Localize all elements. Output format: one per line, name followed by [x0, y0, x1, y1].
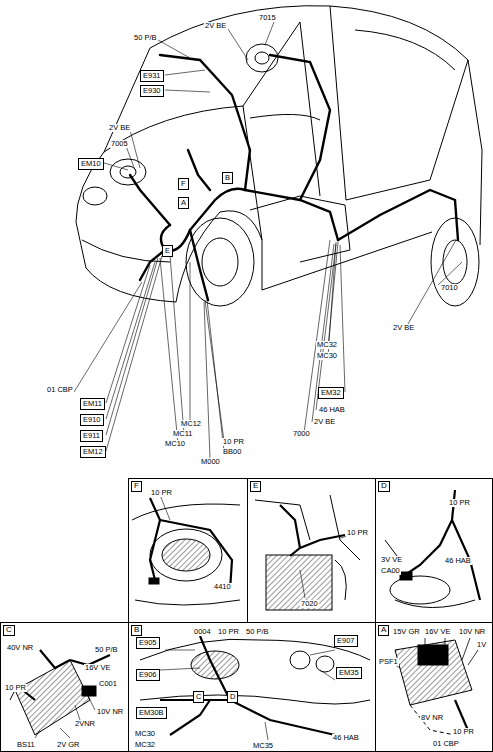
callout-label: 50 P/B: [133, 34, 158, 42]
connector-code: E930: [143, 86, 161, 95]
callout-label: 10 PR: [150, 489, 173, 497]
view-letter: A: [378, 625, 389, 636]
view-letter: E: [250, 481, 261, 492]
callout-label: 10 PR: [346, 529, 369, 537]
connector-code-box: B: [222, 172, 233, 184]
connector-code-box: EM30B: [136, 707, 167, 719]
connector-code-box: E: [162, 245, 173, 257]
view-panel: B E905E906 E907EM35EM30B C D: [128, 622, 376, 752]
callout-label: C001: [98, 680, 118, 688]
connector-code: B: [225, 173, 230, 182]
view-letter: B: [131, 625, 142, 636]
callout-label: MC10: [164, 440, 186, 448]
callout-label: MC30: [316, 352, 338, 360]
connector-code-box: EM10: [78, 158, 104, 170]
connector-code: EM35: [339, 668, 359, 677]
callout-label: 10 PR: [4, 684, 27, 692]
view-letter: C: [3, 625, 15, 636]
callout-label: MC32: [316, 341, 338, 349]
callout-label: 10 PR: [222, 438, 245, 446]
connector-code-box: A: [178, 197, 189, 209]
connector-code: EM11: [83, 399, 102, 408]
connector-code-box: D: [227, 691, 238, 703]
connector-code: A: [181, 198, 186, 207]
callout-label: 10 PR: [448, 499, 471, 507]
callout-label: BB00: [222, 448, 242, 456]
connector-code: E905: [139, 638, 157, 647]
connector-code: E910: [83, 415, 101, 424]
connector-code: EM32: [321, 388, 341, 397]
connector-code: E: [165, 246, 170, 255]
connector-code: D: [230, 692, 235, 701]
callout-label: 46 HAB: [332, 734, 360, 742]
connector-code-box: E910: [80, 414, 104, 426]
callout-label: BS11: [16, 741, 36, 749]
callout-label: 10V NR: [96, 708, 124, 716]
callout-label: 40V NR: [6, 644, 34, 652]
callout-label: 01 CBP: [432, 740, 460, 748]
callout-label: 2V BE: [313, 418, 336, 426]
connector-code-box: EM11: [80, 398, 105, 410]
callout-label: 2VNR: [74, 720, 96, 728]
connector-code-box: EM32: [318, 387, 344, 399]
callout-label: 16V VE: [424, 628, 451, 636]
callout-label: 16V VE: [84, 664, 111, 672]
callout-label: 7000: [292, 430, 311, 438]
connector-code-box: E911: [80, 430, 103, 442]
callout-label: MC11: [172, 430, 193, 438]
callout-label: 7010: [440, 284, 459, 292]
connector-code: E906: [139, 670, 157, 679]
view-panel: D: [375, 478, 493, 623]
callout-label: MC30: [134, 730, 156, 738]
callout-label: 7020: [300, 600, 319, 608]
callout-label: 2V BE: [204, 22, 227, 30]
callout-label: CA00: [380, 567, 401, 575]
callout-label: 3V VE: [380, 556, 403, 564]
connector-code: EM10: [81, 159, 101, 168]
callout-label: 46 HAB: [318, 406, 346, 414]
callout-label: 8V NR: [420, 714, 444, 722]
connector-code: E931: [143, 71, 161, 80]
callout-label: 4410: [213, 583, 232, 591]
callout-label: 46 HAB: [444, 557, 472, 565]
callout-label: 15V GR: [392, 628, 421, 636]
connector-code-box: EM12: [80, 446, 106, 458]
callout-label: 10V NR: [458, 628, 486, 636]
connector-code: EM30B: [139, 708, 164, 717]
connector-code: F: [181, 179, 186, 188]
callout-label: 50 P/B: [94, 646, 119, 654]
callout-label: MC35: [252, 742, 274, 750]
callout-label: MC32: [134, 741, 156, 749]
connector-code-box: EM35: [336, 667, 362, 679]
callout-label: 10 PR: [217, 628, 240, 636]
callout-label: M000: [200, 458, 221, 466]
connector-code-box: E906: [136, 669, 160, 681]
connector-code: E907: [337, 636, 355, 645]
callout-label: PSF1: [378, 658, 399, 666]
connector-code-box: F: [178, 178, 189, 190]
callout-label: 2V BE: [108, 124, 131, 132]
view-panel: F: [128, 478, 248, 623]
callout-label: 50 P/B: [245, 628, 270, 636]
callout-label: 10 PR: [452, 728, 475, 736]
callout-label: 7005: [110, 140, 129, 148]
connector-code-box: E930: [140, 85, 164, 97]
callout-label: MC12: [180, 420, 202, 428]
connector-code-box: E907: [334, 635, 358, 647]
connector-code-box: C: [193, 691, 204, 703]
callout-label: 2V GR: [56, 741, 81, 749]
callout-label: 01 CBP: [46, 386, 74, 394]
connector-code-box: E931: [140, 70, 164, 82]
callout-label: 1V: [476, 641, 487, 649]
connector-code-box: E905: [136, 637, 160, 649]
callout-label: 7015: [258, 14, 277, 22]
connector-code: EM12: [83, 447, 103, 456]
view-letter: D: [378, 481, 390, 492]
callout-label: 2V BE: [392, 324, 415, 332]
view-letter: F: [131, 481, 142, 492]
callout-label: 0004: [193, 628, 212, 636]
connector-code: E911: [83, 431, 100, 440]
connector-code: C: [196, 692, 201, 701]
